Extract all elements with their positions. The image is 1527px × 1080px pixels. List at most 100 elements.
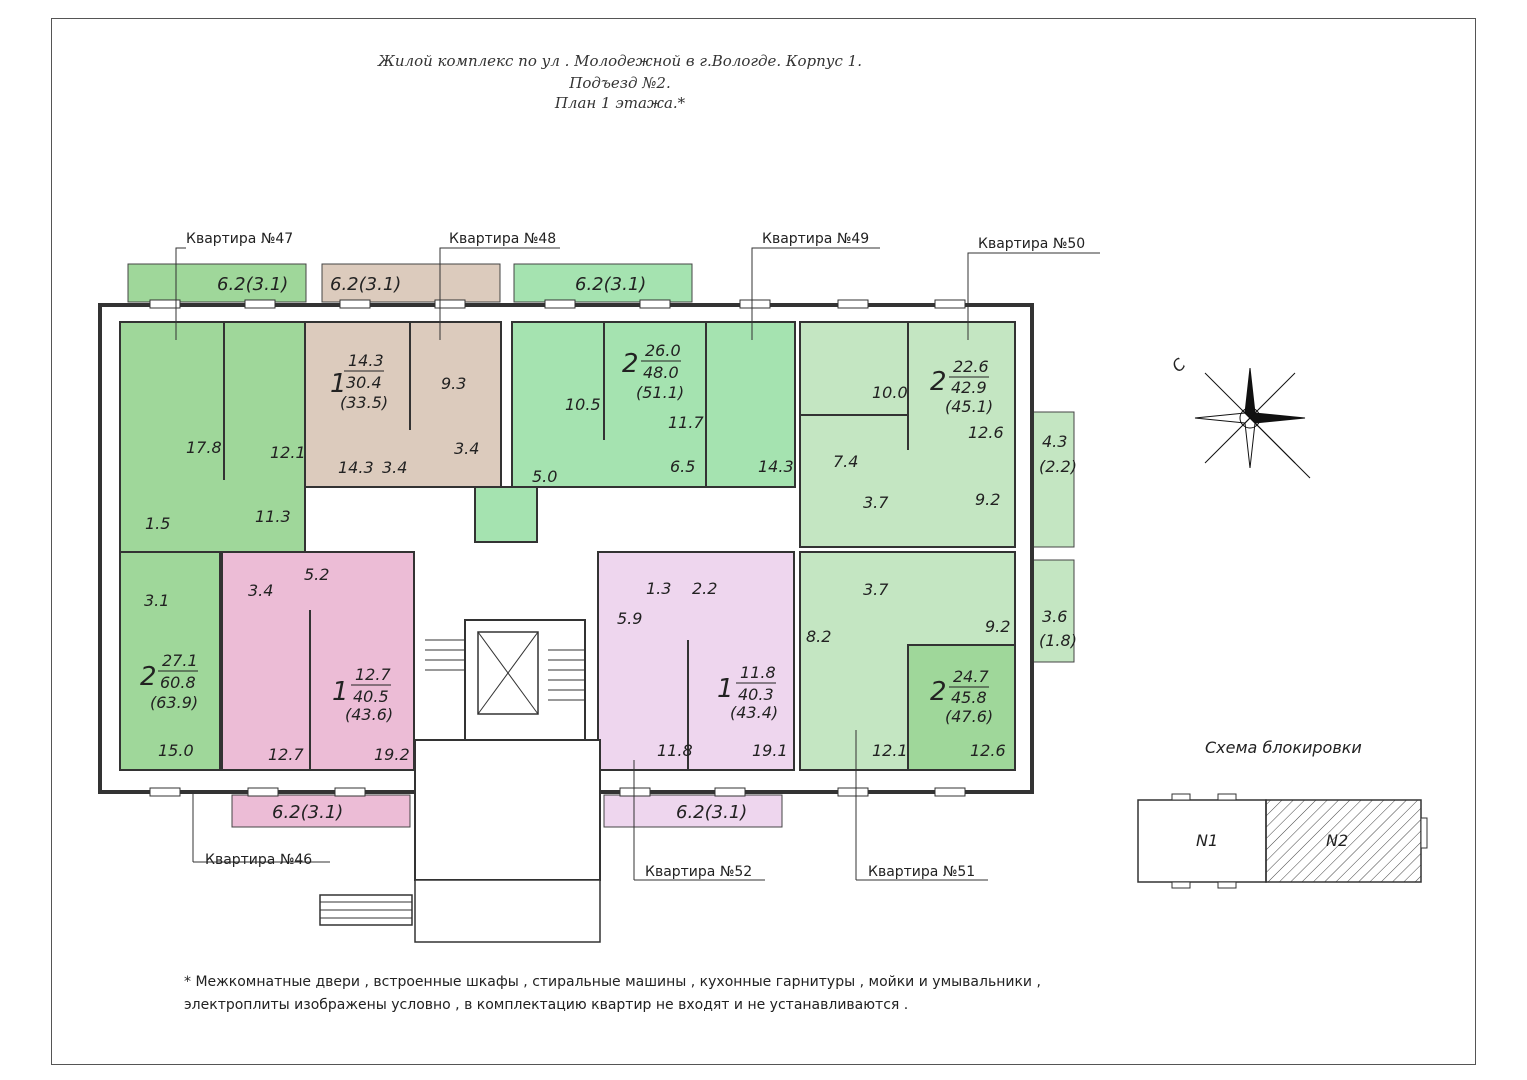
room-7-4: 7.4 — [833, 452, 858, 471]
balcony-52-text: 6.2(3.1) — [676, 802, 747, 823]
label-apt-48: Квартира №48 — [449, 231, 556, 247]
apt-46-left — [119, 551, 221, 771]
room-9-2b: 9.2 — [985, 617, 1010, 636]
entrance-vestibule — [414, 739, 601, 881]
apt-49-rooms: 2 — [622, 349, 639, 379]
apt-48-total: 30.4 — [346, 373, 382, 392]
balcony-51 — [1031, 559, 1075, 663]
balcony-46-text: 6.2(3.1) — [272, 802, 343, 823]
compass-rose — [1194, 367, 1311, 479]
balcony-49-text: 6.2(3.1) — [575, 274, 646, 295]
apt-51-total: 45.8 — [951, 688, 987, 707]
room-12-1a: 12.1 — [270, 443, 306, 462]
apt-52-total: 40.3 — [738, 685, 774, 704]
apt-pink-living: 12.7 — [355, 665, 391, 684]
apt-50-living: 22.6 — [953, 357, 989, 376]
room-11-8: 11.8 — [657, 741, 693, 760]
apt-52-rooms: 1 — [717, 674, 734, 704]
balcony-51-half: (1.8) — [1039, 631, 1077, 650]
apt-48-living: 14.3 — [348, 351, 384, 370]
room-15-0: 15.0 — [158, 741, 194, 760]
scheme-n2: N2 — [1326, 831, 1348, 850]
label-apt-52: Квартира №52 — [645, 864, 752, 880]
balcony-47-text: 6.2(3.1) — [217, 274, 288, 295]
compass-north: С — [1168, 354, 1190, 376]
room-1-5: 1.5 — [145, 514, 170, 533]
room-19-1: 19.1 — [752, 741, 788, 760]
apt-pink-total: 40.5 — [353, 687, 389, 706]
room-3-4c: 3.4 — [248, 581, 273, 600]
apt-47-area — [119, 321, 306, 553]
room-3-4a: 3.4 — [454, 439, 479, 458]
apt-49-area — [511, 321, 796, 488]
label-apt-50: Квартира №50 — [978, 236, 1085, 252]
balcony-46 — [231, 794, 411, 828]
room-10-5: 10.5 — [565, 395, 601, 414]
apt-52-living: 11.8 — [740, 663, 776, 682]
room-3-4b: 3.4 — [382, 458, 407, 477]
apt-50-balc: (45.1) — [945, 397, 993, 416]
apt-49-living: 26.0 — [645, 341, 681, 360]
room-5-0: 5.0 — [532, 467, 557, 486]
apt-49-total: 48.0 — [643, 363, 679, 382]
apt-48-balc: (33.5) — [340, 393, 388, 412]
room-2-2: 2.2 — [692, 579, 717, 598]
apt-48-rooms: 1 — [330, 369, 347, 399]
label-apt-49: Квартира №49 — [762, 231, 869, 247]
room-19-2: 19.2 — [374, 745, 410, 764]
apt-46-total: 60.8 — [160, 673, 196, 692]
room-12-7: 12.7 — [268, 745, 304, 764]
balcony-50-half: (2.2) — [1039, 457, 1077, 476]
room-14-3b: 14.3 — [758, 457, 794, 476]
room-9-3: 9.3 — [441, 374, 466, 393]
balcony-48-text: 6.2(3.1) — [330, 274, 401, 295]
room-8-2: 8.2 — [806, 627, 831, 646]
room-14-3a: 14.3 — [338, 458, 374, 477]
room-5-9: 5.9 — [617, 609, 642, 628]
balcony-50 — [1031, 411, 1075, 548]
apt-pink-area — [221, 551, 415, 771]
drawing-frame — [51, 18, 1476, 1065]
apt-51-living: 24.7 — [953, 667, 989, 686]
scheme-n1: N1 — [1196, 831, 1218, 850]
room-10-0: 10.0 — [872, 383, 908, 402]
label-apt-51: Квартира №51 — [868, 864, 975, 880]
apt-51-rooms: 2 — [930, 677, 947, 707]
room-6-5: 6.5 — [670, 457, 695, 476]
balcony-51-text: 3.6 — [1042, 607, 1067, 626]
balcony-48 — [321, 263, 501, 303]
apt-50-rooms: 2 — [930, 367, 947, 397]
apt-51-balc: (47.6) — [945, 707, 993, 726]
apt-46-living: 27.1 — [162, 651, 198, 670]
title-line-1: Жилой комплекс по ул . Молодежной в г.Во… — [378, 52, 862, 70]
balcony-47 — [127, 263, 307, 303]
apt-48-area — [304, 321, 502, 488]
title-line-3: План 1 этажа.* — [554, 94, 686, 112]
apt-pink-balc: (43.6) — [345, 705, 393, 724]
room-9-2a: 9.2 — [975, 490, 1000, 509]
label-apt-46: Квартира №46 — [205, 852, 312, 868]
apt-46-balc: (63.9) — [150, 693, 198, 712]
title-line-2: Подъезд №2. — [569, 74, 671, 92]
apt-52-balc: (43.4) — [730, 703, 778, 722]
room-3-7a: 3.7 — [863, 493, 889, 512]
apt-50-total: 42.9 — [951, 378, 987, 397]
block-scheme: N1 N2 — [1137, 793, 1428, 889]
room-17-8: 17.8 — [186, 438, 222, 457]
room-3-7b: 3.7 — [863, 580, 889, 599]
apt-46-rooms: 2 — [140, 662, 157, 692]
balcony-50-text: 4.3 — [1042, 432, 1067, 451]
room-1-3: 1.3 — [646, 579, 671, 598]
room-12-1b: 12.1 — [872, 741, 908, 760]
room-5-2: 5.2 — [304, 565, 329, 584]
apt-52-area — [597, 551, 795, 771]
room-12-6a: 12.6 — [968, 423, 1004, 442]
apt-pink-rooms: 1 — [332, 677, 349, 707]
entrance-porch — [414, 879, 601, 943]
room-11-3: 11.3 — [255, 507, 291, 526]
room-11-7: 11.7 — [668, 413, 704, 432]
apt-49-balc: (51.1) — [636, 383, 684, 402]
footnote-line-2: электроплиты изображены условно , в комп… — [184, 997, 909, 1013]
label-apt-47: Квартира №47 — [186, 231, 293, 247]
